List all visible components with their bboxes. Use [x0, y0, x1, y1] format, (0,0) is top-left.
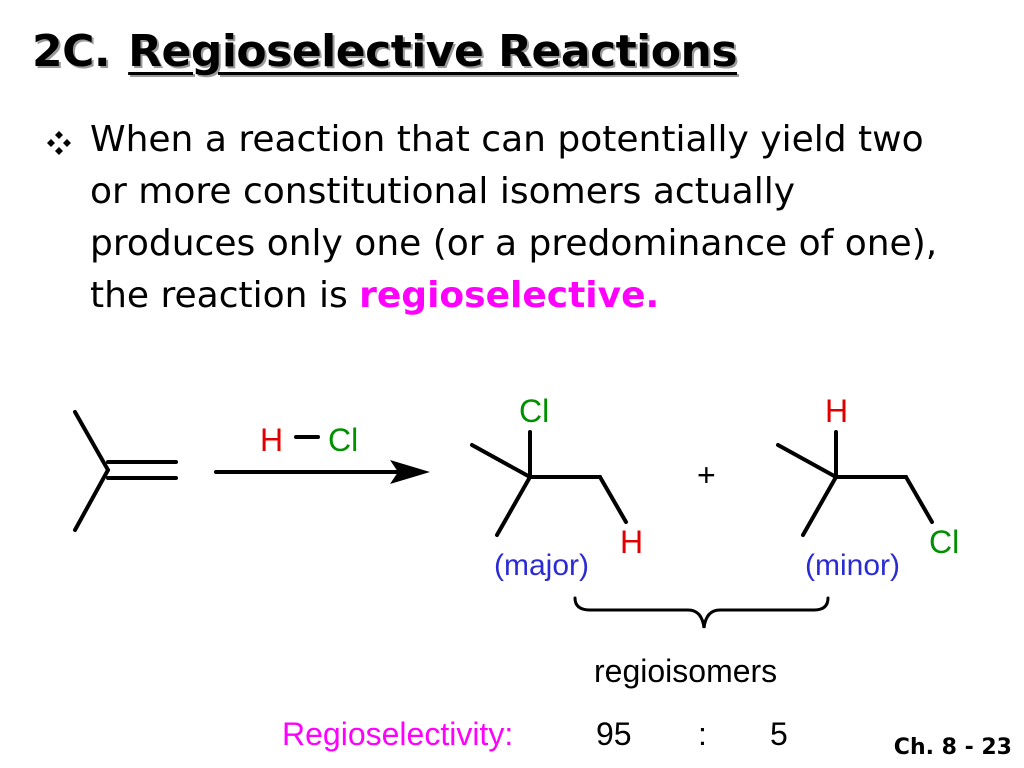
- reagent-h-atom: H: [260, 422, 283, 458]
- arrow-head: [390, 460, 430, 484]
- section-number: 2C.: [32, 26, 111, 77]
- four-diamond-bullet-icon: [47, 131, 71, 155]
- minor-product-structure: [776, 430, 934, 537]
- regioselective-term: regioselective.: [359, 275, 660, 316]
- minor-ratio-value: 5: [770, 716, 788, 752]
- bullet-body: When a reaction that can potentially yie…: [90, 119, 938, 316]
- regioselectivity-label: Regioselectivity:: [282, 716, 513, 752]
- minor-top-atom: H: [825, 393, 848, 429]
- major-label: (major): [494, 549, 589, 582]
- alkene-structure: [73, 410, 178, 532]
- reagent-cl-atom: Cl: [328, 422, 358, 458]
- regioisomers-label: regioisomers: [594, 653, 777, 689]
- major-top-atom: Cl: [519, 393, 549, 429]
- ratio-separator: :: [698, 716, 707, 752]
- slide-title: 2C. Regioselective Reactions: [32, 26, 738, 77]
- major-bottom-atom: H: [620, 524, 643, 560]
- section-title: Regioselective Reactions: [128, 26, 738, 77]
- plus-sign: +: [697, 457, 716, 493]
- bullet-text: When a reaction that can potentially yie…: [90, 114, 970, 322]
- minor-label: (minor): [805, 549, 900, 582]
- regioisomer-brace: [573, 596, 830, 629]
- minor-bottom-atom: Cl: [929, 524, 959, 560]
- major-ratio-value: 95: [596, 716, 632, 752]
- major-product-structure: [470, 430, 628, 537]
- slide-footer: Ch. 8 - 23: [893, 735, 1012, 760]
